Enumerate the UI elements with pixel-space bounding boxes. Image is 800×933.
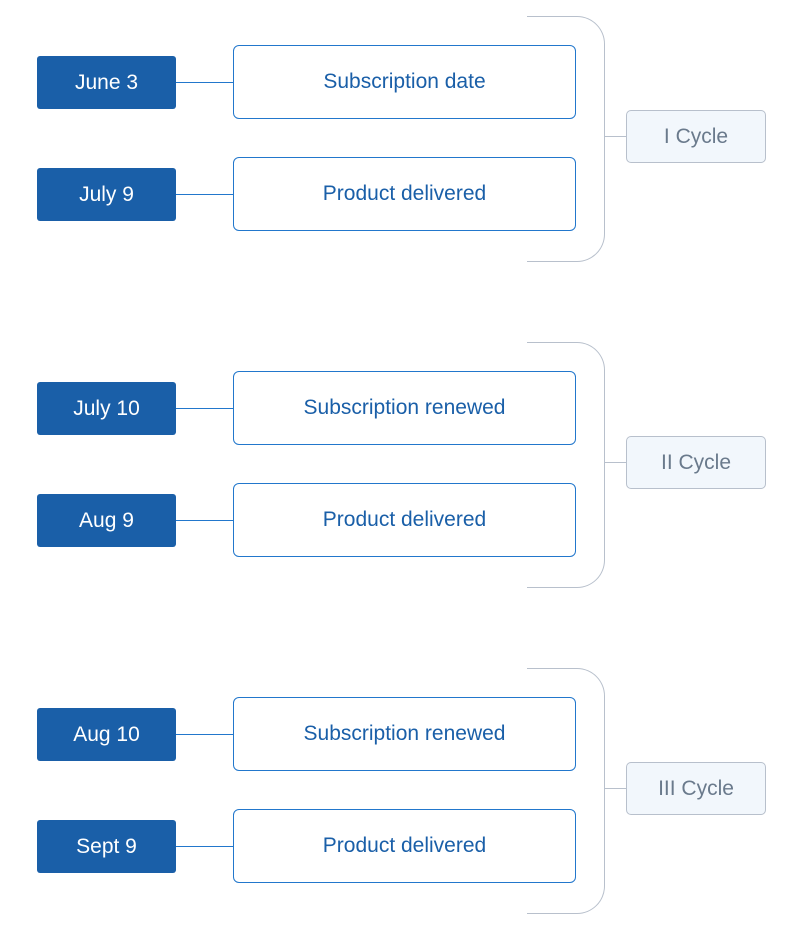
bracket-connector — [605, 136, 627, 137]
connector-line — [176, 408, 234, 409]
cycle-bracket — [527, 16, 605, 262]
date-badge: Sept 9 — [37, 820, 176, 873]
date-badge: July 9 — [37, 168, 176, 221]
cycle-label: II Cycle — [626, 436, 766, 489]
cycle-bracket — [527, 342, 605, 588]
date-badge: June 3 — [37, 56, 176, 109]
event-box: Subscription renewed — [233, 371, 576, 445]
cycle-group-3: Aug 10 Subscription renewed Sept 9 Produ… — [0, 667, 800, 917]
cycle-group-2: July 10 Subscription renewed Aug 9 Produ… — [0, 341, 800, 591]
cycle-bracket — [527, 668, 605, 914]
connector-line — [176, 520, 234, 521]
bracket-connector — [605, 788, 627, 789]
date-badge: Aug 10 — [37, 708, 176, 761]
connector-line — [176, 846, 234, 847]
event-box: Subscription renewed — [233, 697, 576, 771]
cycle-label: I Cycle — [626, 110, 766, 163]
bracket-connector — [605, 462, 627, 463]
connector-line — [176, 734, 234, 735]
event-box: Subscription date — [233, 45, 576, 119]
connector-line — [176, 194, 234, 195]
event-box: Product delivered — [233, 809, 576, 883]
cycle-label: III Cycle — [626, 762, 766, 815]
date-badge: Aug 9 — [37, 494, 176, 547]
event-box: Product delivered — [233, 483, 576, 557]
cycle-group-1: June 3 Subscription date July 9 Product … — [0, 15, 800, 265]
connector-line — [176, 82, 234, 83]
date-badge: July 10 — [37, 382, 176, 435]
event-box: Product delivered — [233, 157, 576, 231]
